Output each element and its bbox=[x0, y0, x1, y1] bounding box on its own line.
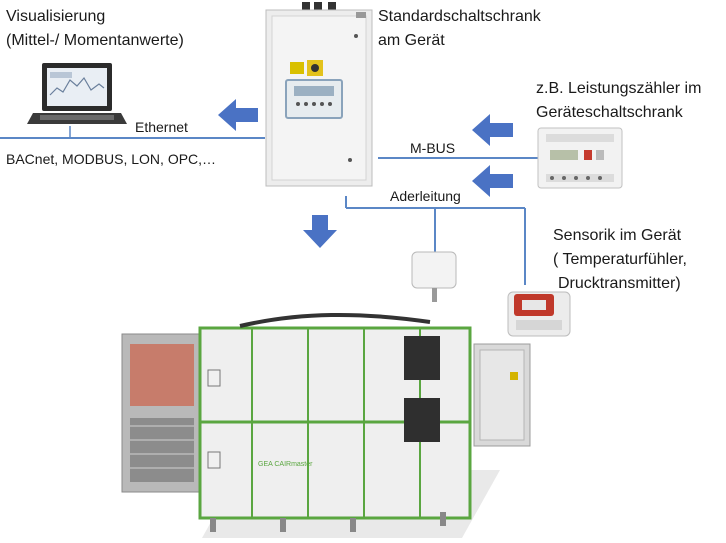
sensors-title-line3: Drucktransmitter) bbox=[558, 275, 681, 292]
arrow-mbus-upper-icon bbox=[472, 114, 513, 146]
ethernet-label: Ethernet bbox=[135, 119, 188, 135]
sensors-title-line1: Sensorik im Gerät bbox=[553, 227, 682, 244]
visualization-title-line1: Visualisierung bbox=[6, 8, 106, 25]
visualization-title-line2: (Mittel-/ Momentanwerte) bbox=[6, 32, 184, 49]
control-cabinet-icon bbox=[265, 2, 373, 187]
mbus-label: M-BUS bbox=[410, 140, 456, 156]
cabinet-title-line2: am Gerät bbox=[378, 32, 445, 49]
power-meter-icon bbox=[537, 127, 623, 189]
protocols-label: BACnet, MODBUS, LON, OPC,… bbox=[6, 151, 217, 167]
unit-brand-label: GEA CAIRmaster bbox=[258, 461, 313, 468]
arrow-mbus-lower-icon bbox=[472, 165, 513, 197]
cabinet-title-line1: Standardschaltschrank bbox=[378, 8, 541, 25]
laptop-icon bbox=[27, 63, 127, 124]
sensors-title-line2: ( Temperaturfühler, bbox=[553, 251, 687, 268]
arrow-to-visualization-icon bbox=[218, 99, 258, 131]
arrow-down-to-unit-icon bbox=[303, 215, 337, 248]
wire-label: Aderleitung bbox=[390, 188, 461, 204]
meter-title-line2: Geräteschaltschrank bbox=[536, 104, 683, 121]
meter-title-line1: z.B. Leistungszähler im bbox=[536, 80, 702, 97]
air-handling-unit-icon bbox=[121, 312, 531, 538]
pressure-transmitter-icon bbox=[507, 291, 571, 337]
temperature-sensor-icon bbox=[411, 251, 457, 302]
